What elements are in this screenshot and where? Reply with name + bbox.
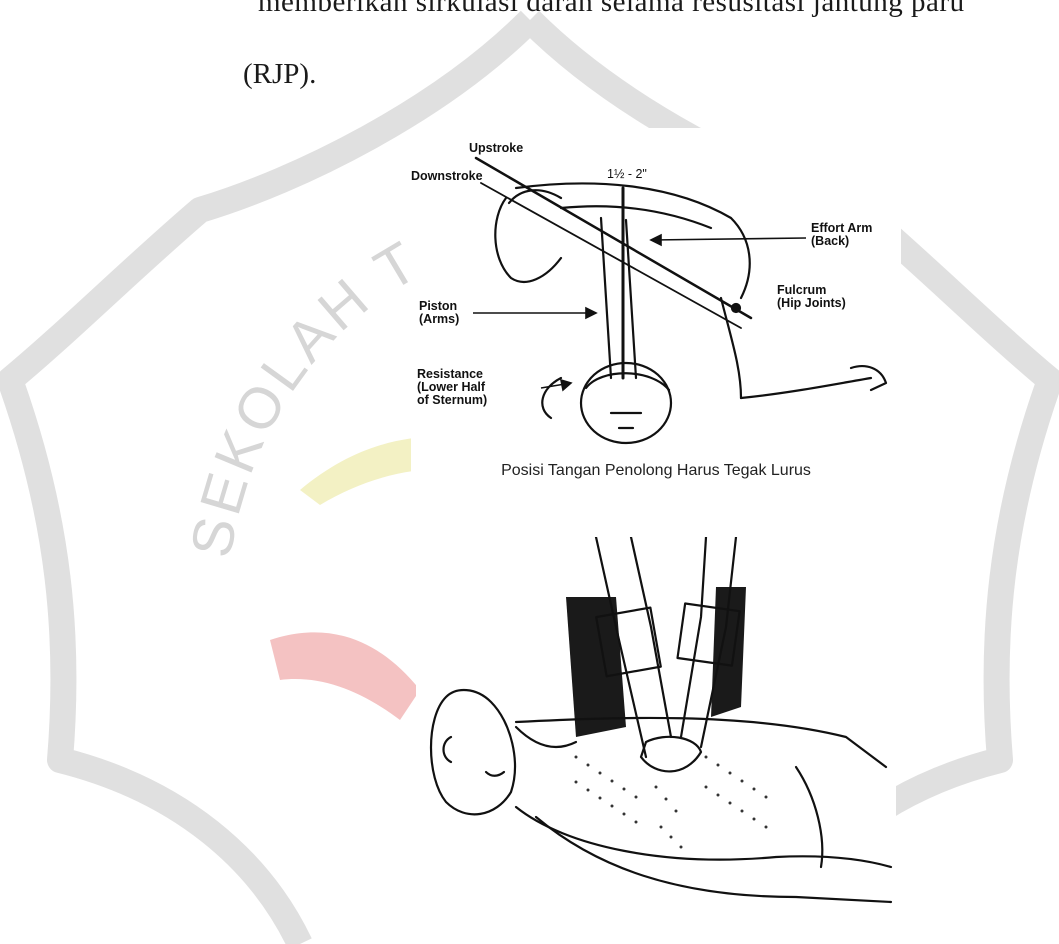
upstroke-line xyxy=(476,158,751,318)
figure-caption: Posisi Tangan Penolong Harus Tegak Lurus xyxy=(411,462,901,480)
figure-hand-placement xyxy=(416,537,896,944)
patient-ear xyxy=(444,737,452,762)
label-upstroke: Upstroke xyxy=(469,142,523,155)
patient-face xyxy=(611,413,641,428)
patient-head xyxy=(581,363,671,443)
paragraph-line-2: (RJP). xyxy=(243,58,316,91)
label-resistance: Resistance (Lower Half of Sternum) xyxy=(417,368,487,407)
patient-torso-bottom xyxy=(516,807,891,867)
paragraph-line-1: memberikan sirkulasi darah selama resusi… xyxy=(258,0,965,19)
patient-mouth xyxy=(486,772,504,776)
watermark-red-shape xyxy=(270,632,420,720)
label-downstroke: Downstroke xyxy=(411,170,483,183)
label-piston: Piston (Arms) xyxy=(419,300,459,326)
rescuer-arm-right xyxy=(681,537,706,737)
rescuer-shin xyxy=(741,378,871,398)
label-compression-depth: 1½ - 2" xyxy=(607,168,647,181)
rescuer-head xyxy=(495,198,561,282)
patient-sleeve xyxy=(796,767,822,867)
patient-hair xyxy=(586,373,669,390)
patient-shoulder xyxy=(542,378,561,418)
label-effort-arm: Effort Arm (Back) xyxy=(811,222,872,248)
patient-collar xyxy=(516,727,576,747)
rescuer-shirt xyxy=(561,206,711,228)
hands-interlocked xyxy=(641,737,701,772)
chest-compression-illustration xyxy=(416,537,896,944)
rescuer-arm-right xyxy=(626,220,636,378)
effort-arm-arrow xyxy=(651,238,806,240)
figure-cpr-lever-diagram: Upstroke Downstroke 1½ - 2" Effort Arm (… xyxy=(411,128,901,536)
rescuer-arm-left-outer xyxy=(631,537,671,737)
fulcrum-point xyxy=(732,304,740,312)
label-fulcrum: Fulcrum (Hip Joints) xyxy=(777,284,846,310)
rescuer-arm-left xyxy=(601,218,611,378)
rescuer-thigh xyxy=(721,298,741,398)
